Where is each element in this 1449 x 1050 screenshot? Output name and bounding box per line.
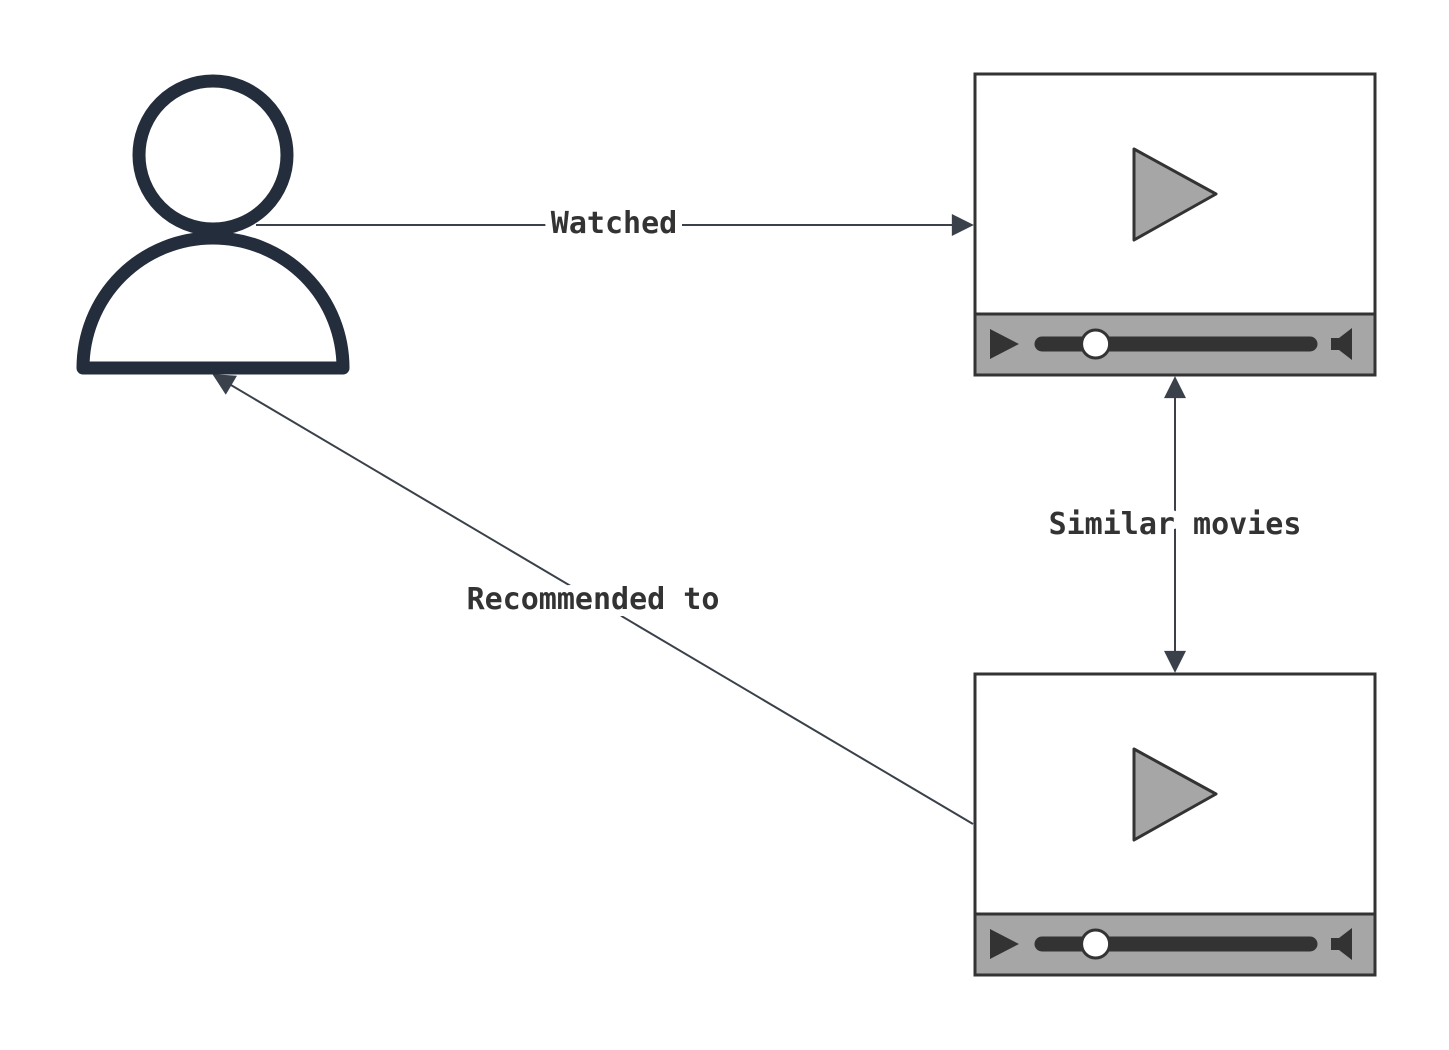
edge-recommended-line [212, 374, 974, 825]
video-player-icon [973, 672, 1377, 977]
watched-movie-node[interactable] [973, 72, 1377, 377]
player-control-bar [973, 312, 1377, 377]
play-triangle-icon [1132, 747, 1218, 842]
recommended-movie-node[interactable] [973, 672, 1377, 977]
volume-icon[interactable] [1331, 928, 1352, 960]
player-control-bar [973, 912, 1377, 977]
progress-knob[interactable] [1080, 928, 1112, 960]
edge-watched-label: Watched [551, 206, 677, 241]
play-button-icon[interactable] [990, 929, 1019, 959]
edge-similar-movies[interactable]: Similar movies [1042, 376, 1308, 673]
edge-similar-label: Similar movies [1049, 507, 1302, 542]
user-node[interactable] [76, 74, 350, 375]
user-icon [76, 74, 350, 375]
progress-knob[interactable] [1080, 328, 1112, 360]
edge-watched[interactable]: Watched [256, 199, 974, 248]
edge-recommended-label: Recommended to [467, 582, 720, 617]
volume-icon[interactable] [1331, 328, 1352, 360]
video-player-icon [973, 72, 1377, 377]
play-button-icon[interactable] [990, 329, 1019, 359]
edge-recommended-to[interactable]: Recommended to [212, 374, 974, 825]
play-triangle-icon [1132, 147, 1218, 242]
